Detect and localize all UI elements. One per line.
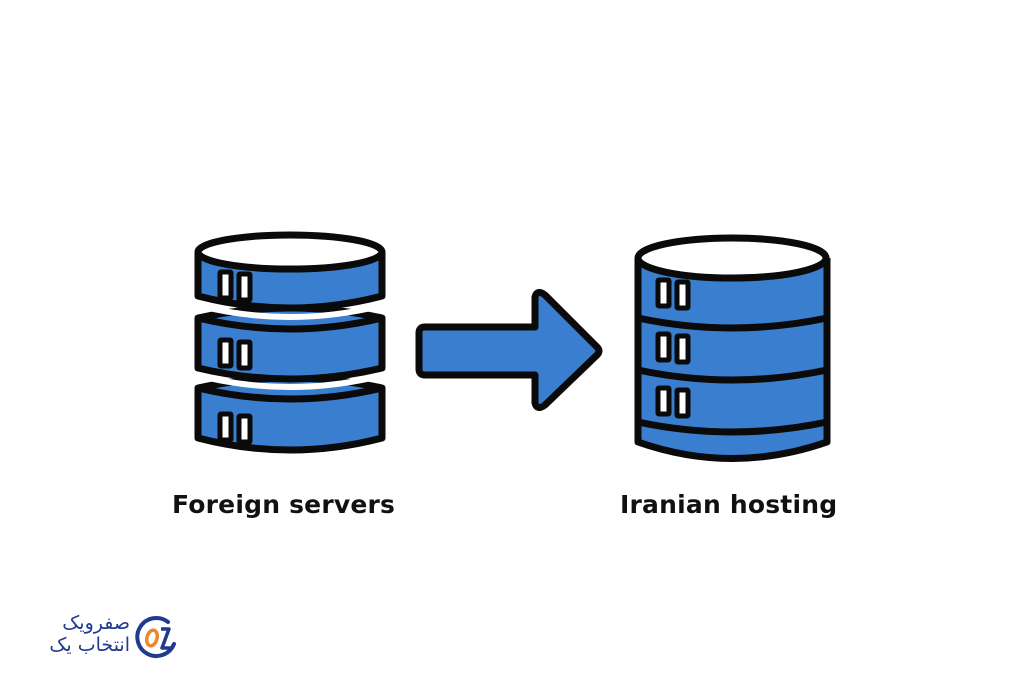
indicator-light bbox=[217, 269, 234, 301]
indicator-light bbox=[655, 277, 672, 309]
foreign-servers-icon bbox=[194, 231, 386, 454]
indicator-light bbox=[655, 331, 672, 363]
logo-text-line1: صفرویک bbox=[62, 612, 130, 634]
indicator-light bbox=[236, 271, 253, 303]
indicator-light bbox=[674, 333, 691, 365]
foreign-servers-label: Foreign servers bbox=[172, 490, 396, 519]
brand-logo: صفرویک انتخاب یک bbox=[28, 612, 188, 662]
indicator-light bbox=[236, 339, 253, 371]
logo-mark-icon bbox=[135, 616, 176, 658]
indicator-light bbox=[655, 385, 672, 417]
indicator-light bbox=[217, 337, 234, 369]
cylinder-divider bbox=[637, 418, 828, 436]
cylinder-divider bbox=[637, 314, 828, 332]
iranian-hosting-icon bbox=[634, 234, 831, 462]
cylinder-divider bbox=[637, 366, 828, 384]
indicator-light bbox=[674, 387, 691, 419]
indicator-light bbox=[674, 279, 691, 311]
arrow-right-icon bbox=[415, 288, 603, 412]
indicator-light bbox=[236, 413, 253, 445]
iranian-hosting-label: Iranian hosting bbox=[620, 490, 838, 519]
logo-text-line2: انتخاب یک bbox=[49, 634, 130, 656]
indicator-light bbox=[217, 411, 234, 443]
